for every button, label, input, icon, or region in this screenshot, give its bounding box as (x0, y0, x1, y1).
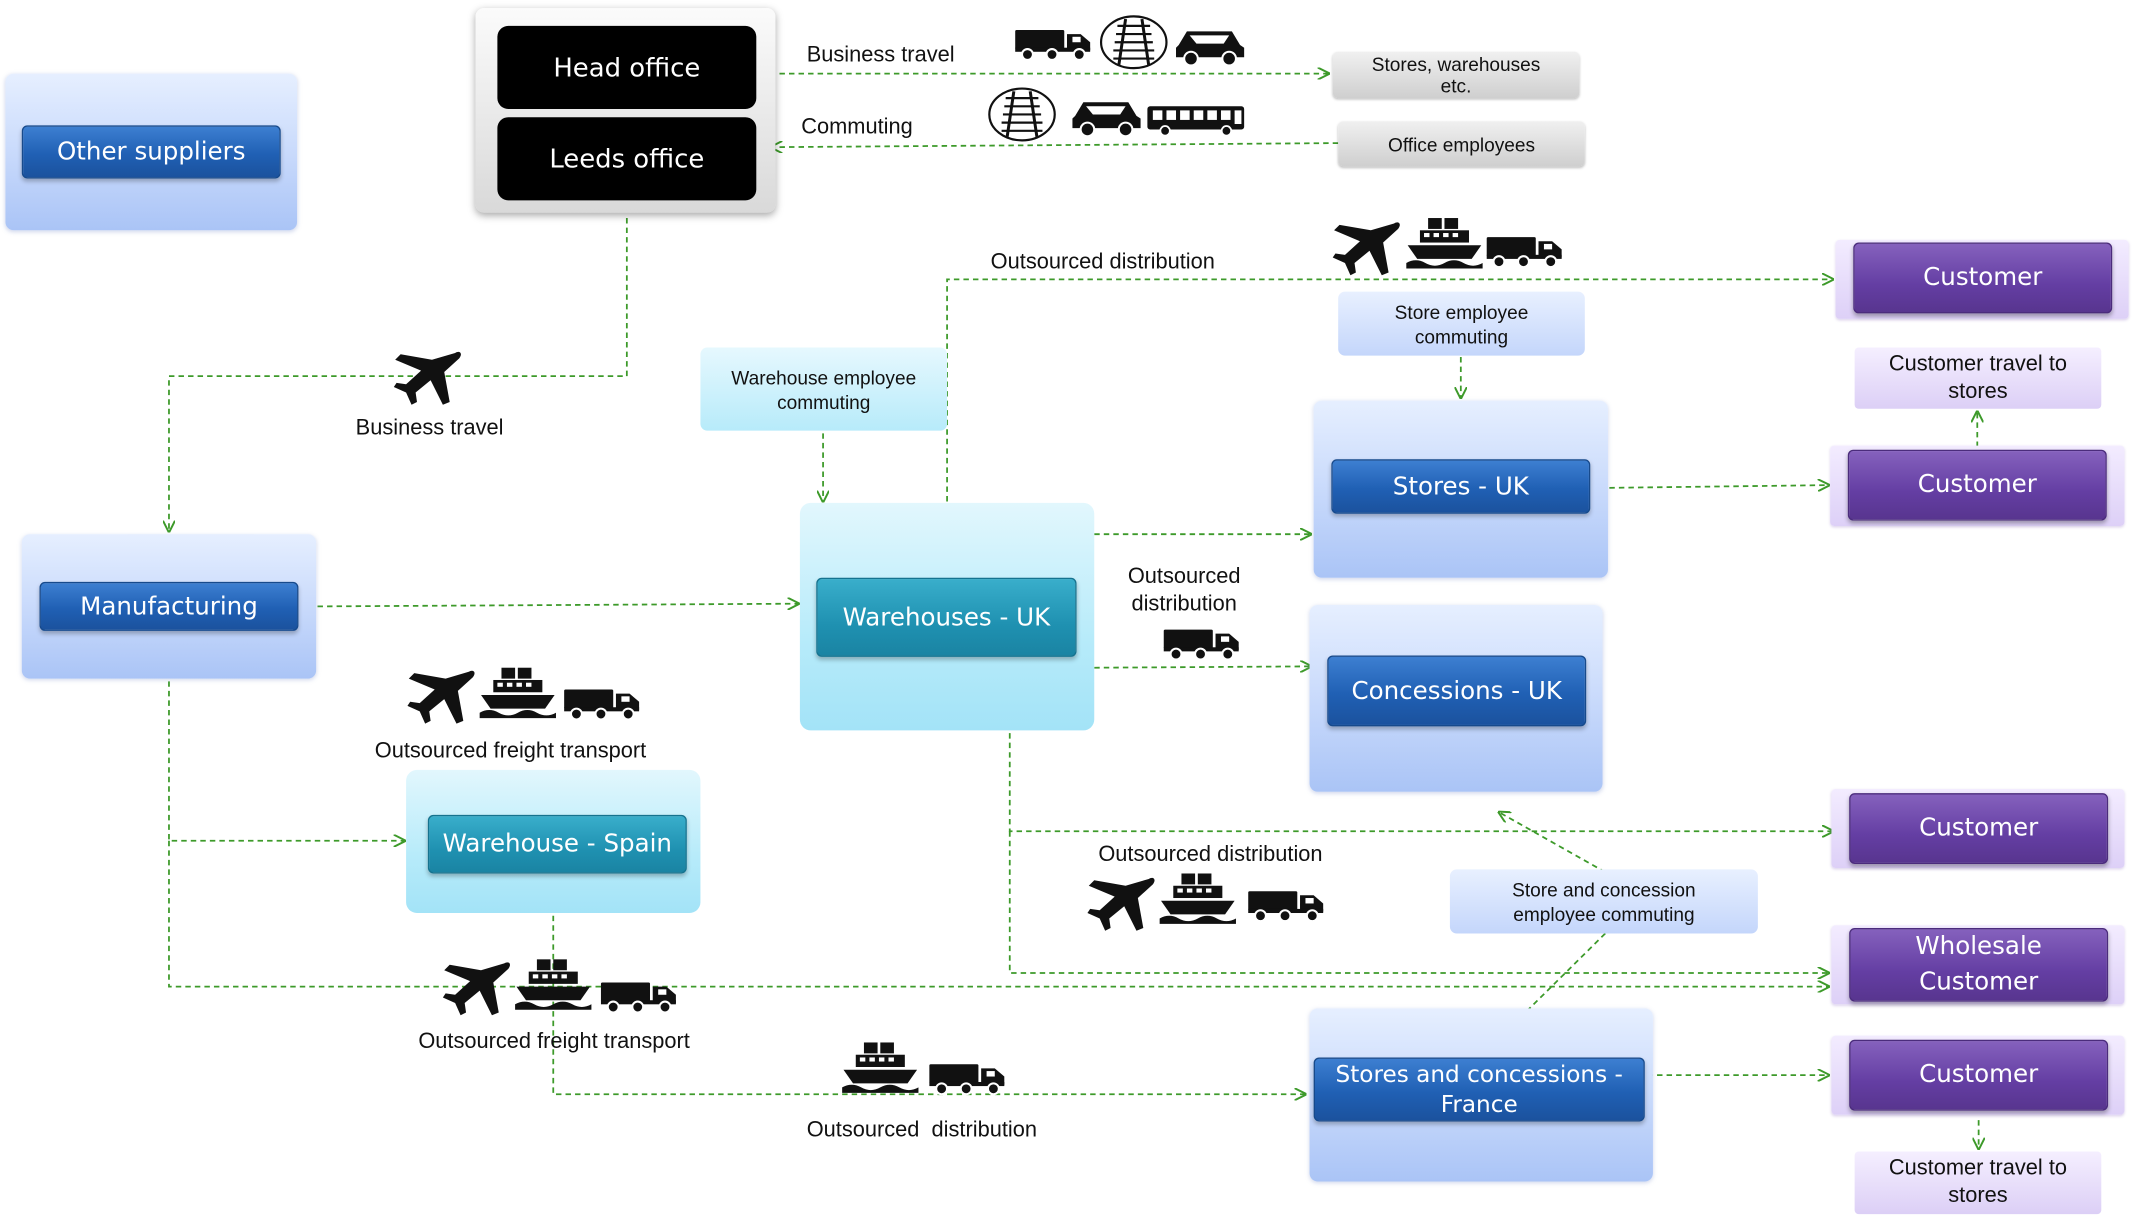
truck-icon (1486, 233, 1563, 269)
ship-icon (515, 958, 592, 1013)
edge-head-to-manufacturing (169, 218, 628, 531)
store-concession-commuting-note: Store and concession employee commuting (1449, 869, 1758, 934)
edge-warehouses-to-wholesale (1008, 831, 1829, 973)
warehouse-employee-commuting-note: Warehouse employee commuting (700, 347, 948, 431)
wholesale-line2: Customer (1919, 967, 2039, 997)
stores-france-line2: France (1440, 1090, 1518, 1119)
office-employees-note: Office employees (1338, 121, 1585, 167)
outsourced-distribution-label-top: Outsourced distribution (990, 250, 1215, 274)
edge-manufacturing-to-wholesale (168, 840, 1829, 987)
plane-icon (439, 958, 513, 1018)
plane-icon (1083, 873, 1157, 933)
customer-2-node: Customer (1847, 449, 2107, 521)
stores-warehouses-note: Stores, warehouses etc. (1332, 51, 1580, 99)
edge-stores-to-customer (1609, 485, 1828, 488)
outsourced-freight-label-upper: Outsourced freight transport (374, 739, 647, 764)
warehouses-uk-node: Warehouses - UK (816, 577, 1077, 657)
truck-icon (1248, 887, 1324, 923)
car-icon (1175, 26, 1246, 67)
store-employee-line1: Store employee (1394, 300, 1529, 323)
outsourced-distribution-label-mid: Outsourced distribution (1120, 564, 1248, 619)
edge-commuting-to-stores (1499, 812, 1606, 873)
plane-icon (1329, 218, 1403, 278)
customer-travel-2-line2: stores (1948, 1184, 2008, 1208)
car-icon (1071, 97, 1142, 138)
truck-icon (600, 978, 677, 1014)
ship-icon (1159, 872, 1236, 927)
manufacturing-node: Manufacturing (39, 581, 299, 631)
truck-icon (564, 685, 640, 721)
wholesale-customer-node: Wholesale Customer (1849, 927, 2109, 1002)
stores-uk-node: Stores - UK (1331, 459, 1591, 514)
ship-icon (1406, 217, 1483, 272)
store-employee-commuting-note: Store employee commuting (1338, 291, 1585, 356)
edge-commuting (771, 143, 1339, 147)
ship-icon (479, 666, 556, 721)
customer-travel-1-line1: Customer travel to (1888, 352, 2068, 376)
customer-travel-1-line2: stores (1948, 379, 2008, 403)
commuting-label: Commuting (801, 115, 913, 139)
store-concession-line2: employee commuting (1513, 902, 1695, 925)
plane-icon (403, 666, 477, 726)
outsourced-distribution-mid-line2: distribution (1131, 592, 1237, 616)
stores-warehouses-line1: Stores, warehouses (1371, 53, 1541, 75)
ship-icon (842, 1041, 919, 1096)
outsourced-distribution-label-lower: Outsourced distribution (1098, 843, 1323, 867)
edge-manufacturing-to-spain (168, 681, 405, 840)
outsourced-distribution-label-bottom: Outsourced distribution (806, 1118, 1037, 1142)
customer-travel-2-line1: Customer travel to (1888, 1156, 2068, 1181)
warehouse-employee-line2: commuting (777, 390, 871, 413)
store-employee-line2: commuting (1414, 325, 1509, 347)
stores-warehouses-line2: etc. (1440, 74, 1472, 97)
outsourced-distribution-mid-line1: Outsourced (1127, 565, 1241, 589)
stores-france-line1: Stores and concessions - (1335, 1060, 1623, 1089)
customer-travel-note-2: Customer travel to stores (1854, 1151, 2102, 1215)
customer-travel-note-1: Customer travel to stores (1854, 347, 2102, 409)
concessions-uk-node: Concessions - UK (1327, 655, 1587, 727)
train-icon (988, 87, 1056, 142)
other-suppliers-node: Other suppliers (21, 125, 281, 179)
bus-icon (1147, 104, 1245, 137)
truck-icon (1015, 26, 1091, 61)
business-travel-label-top: Business travel (806, 43, 955, 67)
edge-manufacturing-to-warehouses (317, 604, 799, 607)
plane-icon (390, 347, 464, 407)
warehouse-spain-node: Warehouse - Spain (427, 814, 687, 874)
train-icon (1099, 15, 1168, 70)
truck-icon (929, 1060, 1005, 1096)
edge-warehouses-to-concessions (1094, 666, 1311, 667)
customer-3-node: Customer (1849, 793, 2109, 864)
warehouse-employee-line1: Warehouse employee (731, 365, 917, 388)
wholesale-line1: Wholesale (1915, 932, 2042, 961)
head-office-node: Head office (497, 25, 757, 110)
customer-1-node: Customer (1853, 242, 2113, 314)
customer-4-node: Customer (1849, 1039, 2109, 1111)
outsourced-freight-label-lower: Outsourced freight transport (418, 1030, 690, 1054)
store-concession-line1: Store and concession (1512, 878, 1696, 901)
leeds-office-node: Leeds office (497, 117, 757, 201)
stores-france-node: Stores and concessions - France (1313, 1057, 1645, 1122)
edge-outsourced-distribution-top (946, 279, 1833, 502)
truck-icon (1163, 625, 1240, 661)
business-travel-label-left: Business travel (355, 416, 504, 441)
